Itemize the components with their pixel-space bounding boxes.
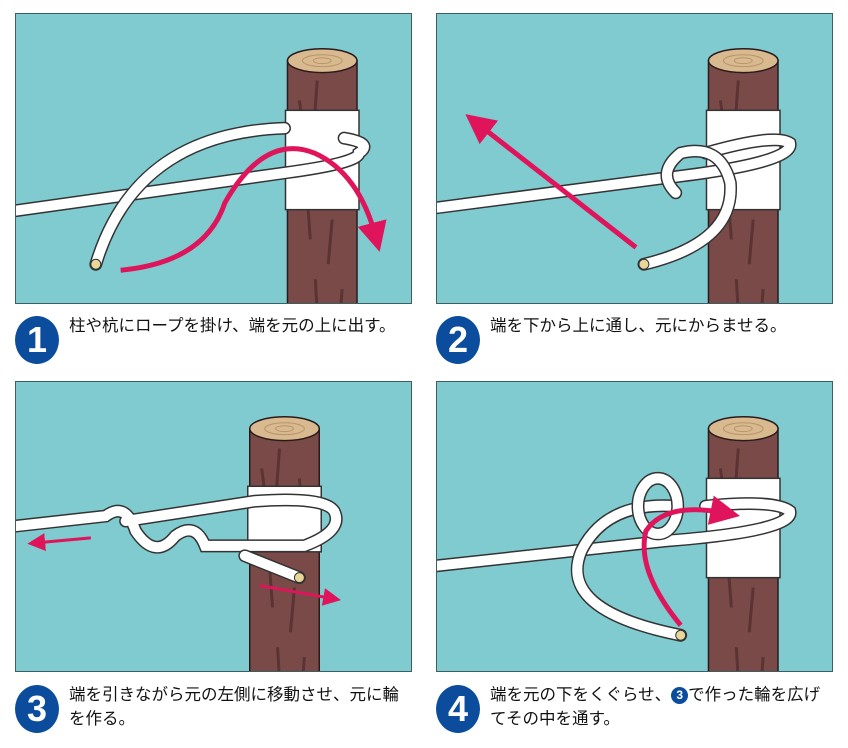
step-ref-badge: 3 xyxy=(671,687,689,704)
rope xyxy=(16,121,371,271)
step-text-part: で作った輪を広げてその中を通す。 xyxy=(490,685,821,728)
step-1-illustration xyxy=(15,13,412,304)
step-number-badge: 3 xyxy=(15,685,59,733)
step-2-illustration xyxy=(436,13,833,304)
step-text-part: 端を元の下をくぐらせ、 xyxy=(490,685,672,704)
step-3-illustration xyxy=(15,381,412,672)
step-3-caption: 3 端を引きながら元の左側に移動させ、元に輪を作る。 xyxy=(15,685,414,733)
arrow-icon xyxy=(465,114,638,250)
step-4-illustration xyxy=(436,381,833,672)
step-text: 端を引きながら元の左側に移動させ、元に輪を作る。 xyxy=(69,685,399,728)
step-number-badge: 1 xyxy=(15,316,59,364)
arrow-icon xyxy=(641,495,740,627)
step-1-caption: 1 柱や杭にロープを掛け、端を元の上に出す。 xyxy=(15,316,414,364)
step-2-caption: 2 端を下から上に通し、元にからませる。 xyxy=(436,316,835,364)
arrow-right-icon xyxy=(259,584,341,606)
step-number-badge: 4 xyxy=(436,685,480,733)
step-number-badge: 2 xyxy=(436,316,480,364)
step-text: 柱や杭にロープを掛け、端を元の上に出す。 xyxy=(69,316,396,335)
step-text: 端を下から上に通し、元にからませる。 xyxy=(490,316,787,335)
arrow-icon xyxy=(120,146,387,273)
arrow-left-icon xyxy=(27,533,91,551)
